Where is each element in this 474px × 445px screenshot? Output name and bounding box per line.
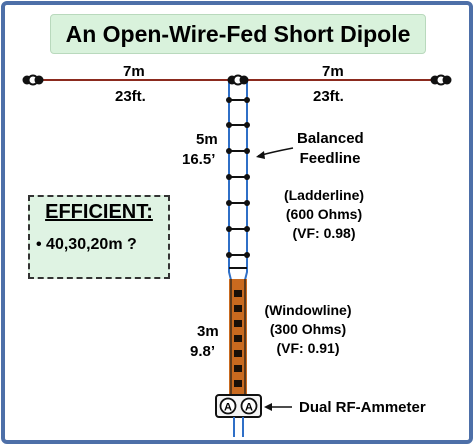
windowline-window xyxy=(234,320,242,327)
ladderline-impedance: (600 Ohms) xyxy=(285,206,363,222)
spreader-node xyxy=(244,122,250,128)
left-end-insulator xyxy=(21,74,45,86)
ammeter-meter-left xyxy=(219,397,237,415)
feedline-arrowhead xyxy=(256,151,265,159)
efficient-box xyxy=(28,195,170,279)
spreader-node xyxy=(226,252,232,258)
transition-right xyxy=(244,268,248,281)
ammeter-glyph-right: A xyxy=(245,402,253,414)
title-box xyxy=(50,14,426,54)
efficient-heading: EFFICIENT: xyxy=(45,201,153,223)
spreader-node xyxy=(226,174,232,180)
spreader-node xyxy=(226,97,232,103)
ladderline-name: (Ladderline) xyxy=(283,187,365,203)
spreader-node xyxy=(244,252,250,258)
right-leg-imperial: 23ft. xyxy=(313,88,344,105)
spreader-node xyxy=(244,174,250,180)
windowline-window xyxy=(234,335,242,342)
ladder-length-metric: 5m xyxy=(196,131,218,148)
left-leg-imperial: 23ft. xyxy=(115,88,146,105)
efficient-bands-item: • 40,30,20m ? xyxy=(36,236,137,253)
right-end-insulator xyxy=(429,74,453,86)
spreader-node xyxy=(226,148,232,154)
windowline-impedance: (300 Ohms) xyxy=(269,321,347,337)
ladder-spreaders xyxy=(226,97,250,258)
windowline-vf: (VF: 0.91) xyxy=(276,340,340,356)
windowline-window xyxy=(234,290,242,297)
spreader-node xyxy=(244,148,250,154)
ammeter-label: Dual RF-Ammeter xyxy=(299,399,426,416)
ammeter-meter-right xyxy=(240,397,258,415)
windowline-length-imperial: 9.8’ xyxy=(190,343,216,360)
windowline-name: (Windowline) xyxy=(264,302,352,318)
windowline-length-metric: 3m xyxy=(197,323,219,340)
ammeter-arrowhead xyxy=(264,403,272,411)
right-leg-metric: 7m xyxy=(322,63,344,80)
windowline-window xyxy=(234,305,242,312)
spreader-node xyxy=(226,200,232,206)
windowline-windows xyxy=(234,290,242,387)
ammeter-glyph-left: A xyxy=(224,402,232,414)
spreader-node xyxy=(226,226,232,232)
windowline-window xyxy=(234,380,242,387)
diagram-title: An Open-Wire-Fed Short Dipole xyxy=(65,21,411,47)
transition-left xyxy=(228,268,232,281)
ladderline-vf: (VF: 0.98) xyxy=(292,225,356,241)
feedline-label-line2: Feedline xyxy=(299,150,361,167)
windowline-window xyxy=(234,365,242,372)
spreader-node xyxy=(226,122,232,128)
windowline-window xyxy=(234,350,242,357)
spreader-node xyxy=(244,97,250,103)
left-leg-metric: 7m xyxy=(123,63,145,80)
ladder-length-imperial: 16.5’ xyxy=(182,151,216,168)
feedline-label-line1: Balanced xyxy=(297,130,364,147)
center-insulator xyxy=(226,74,250,86)
spreader-node xyxy=(244,226,250,232)
spreader-node xyxy=(244,200,250,206)
